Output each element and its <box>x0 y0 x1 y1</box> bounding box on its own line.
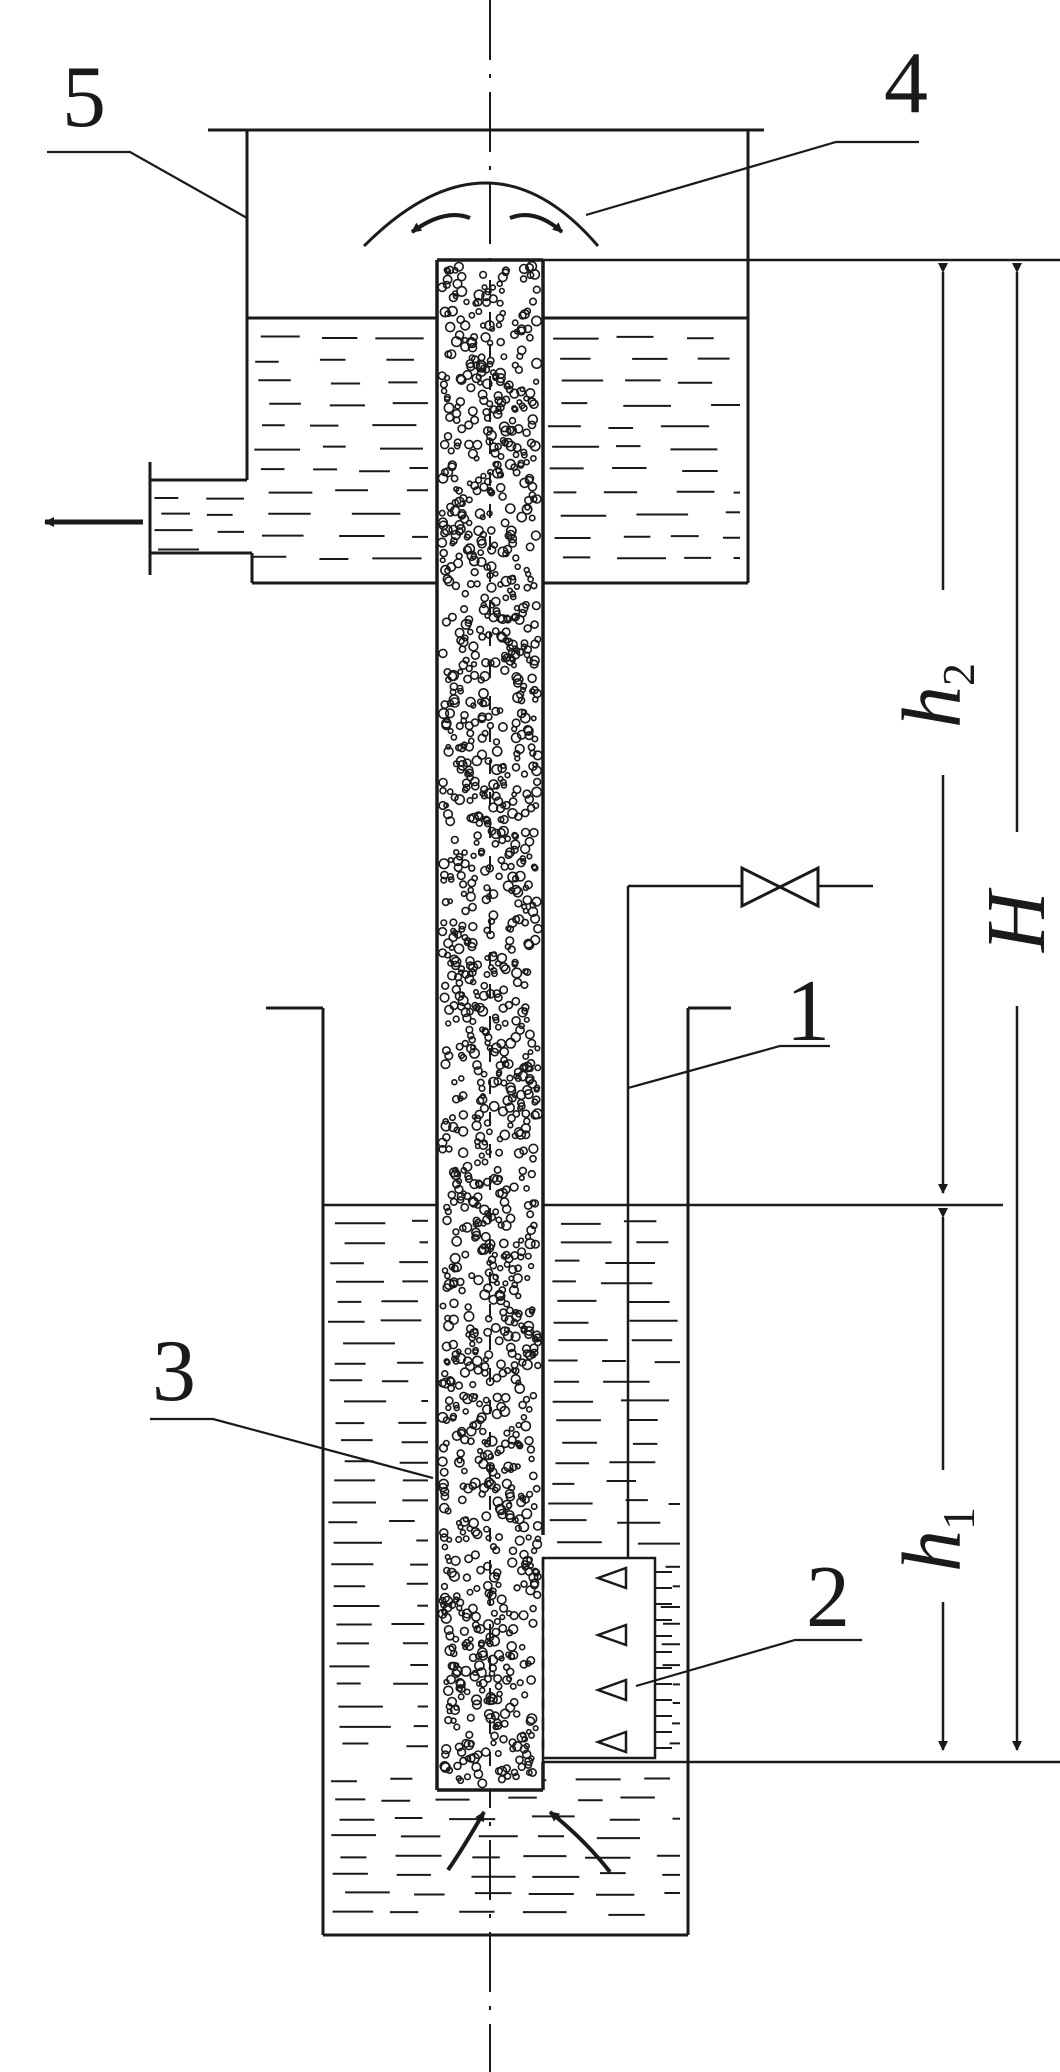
dimension-h1-label: h1 <box>886 1507 984 1572</box>
air-nozzles <box>594 1566 628 1754</box>
chamber-scale-ticks <box>655 1571 672 1749</box>
svg-text:h1: h1 <box>886 1507 984 1572</box>
dimension-h2-label: h2 <box>886 663 984 728</box>
H-symbol: H <box>970 887 1060 953</box>
bottom-tank-water <box>328 1219 680 1916</box>
label-part-3: 3 <box>152 1323 196 1420</box>
h2-subscript: 2 <box>933 663 984 686</box>
air-supply-pipe <box>626 884 873 1558</box>
label-part-4: 4 <box>884 35 928 132</box>
top-tank-water <box>154 335 740 560</box>
leader-lines <box>47 140 919 1688</box>
label-part-5: 5 <box>62 49 106 146</box>
h1-symbol: h <box>886 1530 979 1572</box>
riser-pipe <box>435 258 545 1792</box>
h1-subscript: 1 <box>933 1507 984 1530</box>
dimension-H-label: H <box>970 887 1060 953</box>
valve-icon <box>740 865 820 909</box>
dimension-lines <box>543 258 1060 1764</box>
h2-symbol: h <box>886 686 979 728</box>
bottom-tank <box>266 1006 1003 1937</box>
svg-text:h2: h2 <box>886 663 984 728</box>
air-chamber <box>541 1556 657 1762</box>
top-tank <box>148 128 764 585</box>
label-part-1: 1 <box>786 963 830 1060</box>
deflector <box>362 181 600 248</box>
inlet-arrows <box>446 1810 612 1874</box>
riser-bubbles <box>437 260 544 1789</box>
label-part-2: 2 <box>806 1549 850 1646</box>
